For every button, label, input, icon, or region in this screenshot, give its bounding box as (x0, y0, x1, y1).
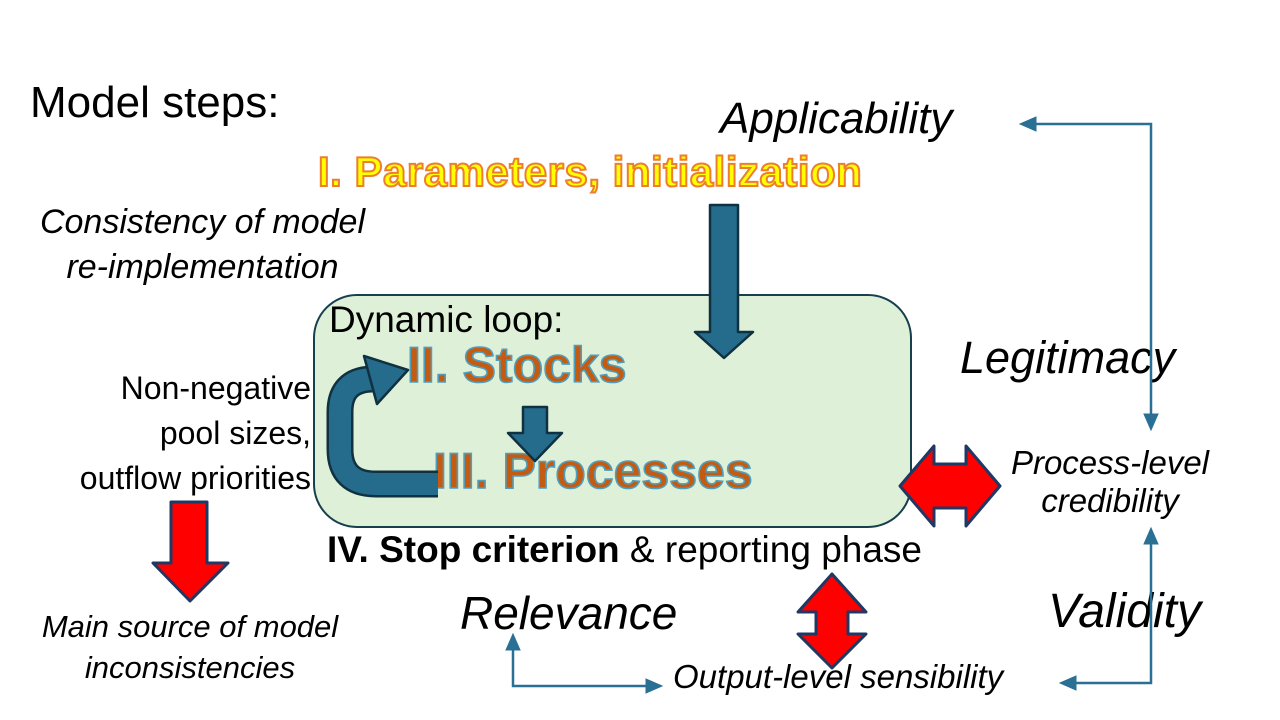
step2-stocks-label: II. Stocks (406, 336, 627, 394)
note-main-source: Main source of model inconsistencies (15, 606, 365, 688)
reporting-sensibility-arrow (796, 572, 868, 670)
page-title: Model steps: (30, 78, 280, 127)
note-non-negative-line2: pool sizes, (159, 415, 311, 451)
label-output-sensibility: Output-level sensibility (673, 658, 1004, 695)
note-consistency: Consistency of model re-implementation (15, 200, 390, 290)
step1-parameters-label: I. Parameters, initialization (317, 147, 863, 196)
note-consistency-line1: Consistency of model (39, 203, 366, 241)
note-non-negative: Non-negative pool sizes, outflow priorit… (26, 366, 311, 501)
label-process-credibility-line1: Process-level (1010, 444, 1210, 481)
step4-stop-criterion-line: IV. Stop criterion & reporting phase (327, 529, 922, 571)
note-main-source-line1: Main source of model (41, 609, 339, 644)
label-process-credibility-line2: credibility (1041, 482, 1179, 519)
relevance-sensibility-connector (505, 632, 664, 694)
label-applicability: Applicability (720, 94, 953, 143)
note-non-negative-line1: Non-negative (120, 370, 311, 406)
nonnegative-to-mainsource-arrow (151, 500, 230, 603)
note-non-negative-line3: outflow priorities (79, 460, 311, 496)
note-consistency-line2: re-implementation (66, 248, 339, 286)
step4-rest-text: & reporting phase (619, 529, 922, 570)
label-relevance: Relevance (460, 587, 678, 639)
note-main-source-line2: inconsistencies (84, 650, 296, 685)
step3-processes-label: III. Processes (432, 442, 753, 500)
label-legitimacy: Legitimacy (960, 332, 1176, 383)
dynamic-loop-header: Dynamic loop: (329, 299, 564, 340)
label-validity: Validity (1048, 585, 1201, 638)
step4-bold-text: IV. Stop criterion (327, 529, 620, 570)
label-process-credibility: Process-level credibility (985, 444, 1235, 520)
